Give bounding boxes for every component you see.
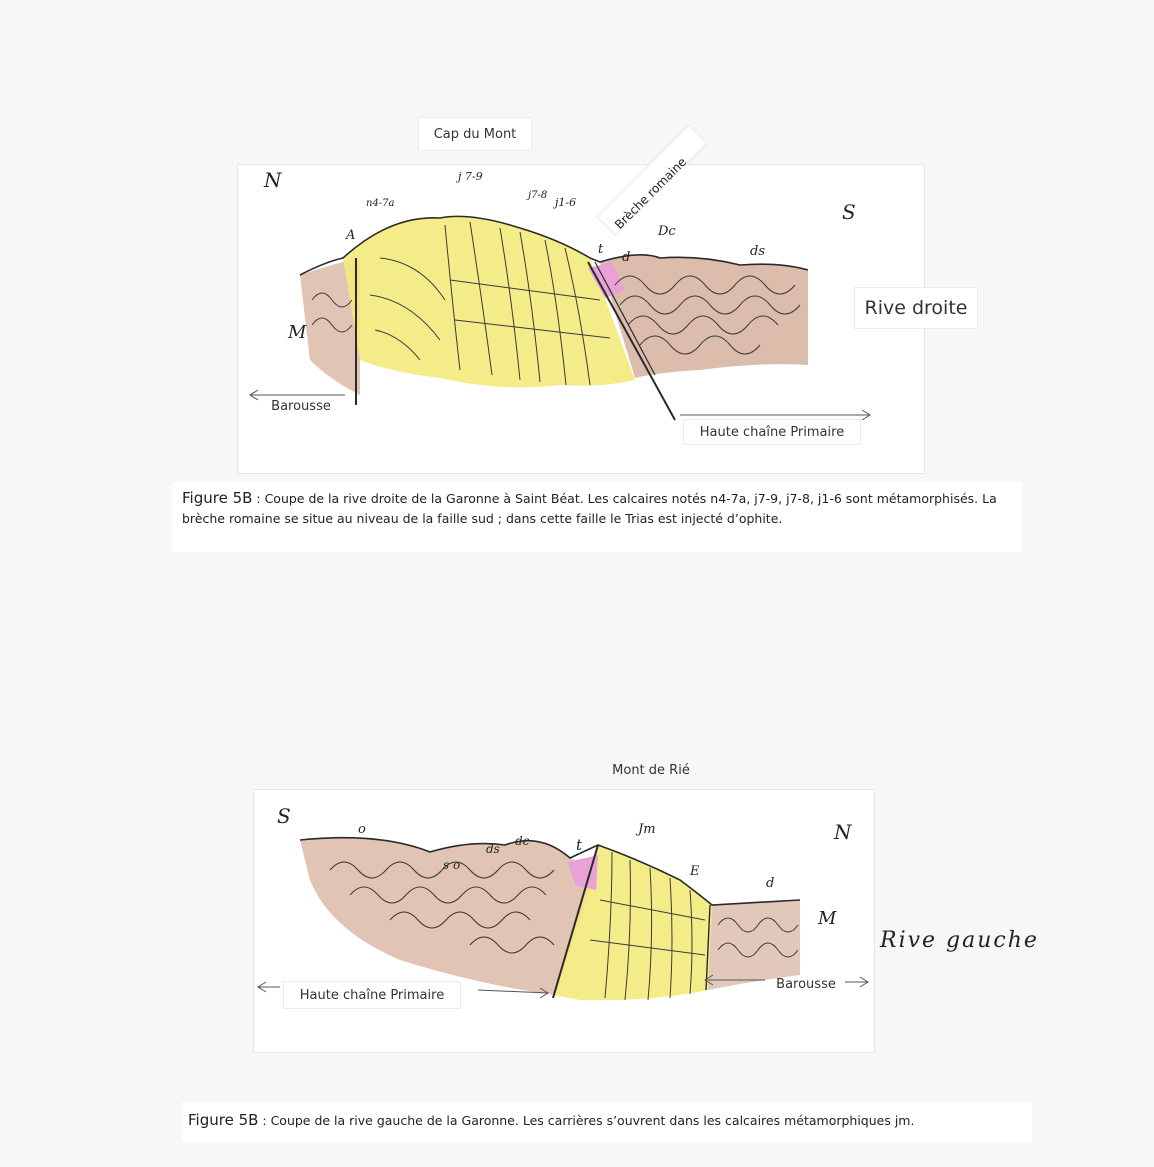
- bottom-caption: Figure 5B : Coupe de la rive gauche de l…: [182, 1102, 1032, 1142]
- bottom-unit-t: t: [576, 836, 582, 854]
- bottom-caption-lead: Figure 5B: [188, 1111, 258, 1129]
- bottom-unit-E: E: [690, 864, 700, 879]
- bottom-unit-ds: ds: [486, 842, 500, 856]
- bottom-unit-dc: dc: [515, 834, 529, 848]
- bottom-unit-M: M: [818, 908, 836, 929]
- bottom-unit-so: s o: [443, 858, 460, 872]
- bottom-compass-south: S: [277, 804, 291, 828]
- bottom-unit-o: o: [358, 822, 366, 837]
- bottom-caption-text: : Coupe de la rive gauche de la Garonne.…: [258, 1113, 914, 1128]
- bottom-compass-north: N: [834, 820, 852, 844]
- bottom-unit-d: d: [766, 876, 774, 891]
- bottom-right-arrow-label: Barousse: [768, 972, 844, 996]
- bottom-left-arrow-label: Haute chaîne Primaire: [284, 982, 460, 1008]
- bottom-side-label: Rive gauche: [880, 928, 1039, 953]
- bottom-unit-jm: Jm: [638, 822, 656, 837]
